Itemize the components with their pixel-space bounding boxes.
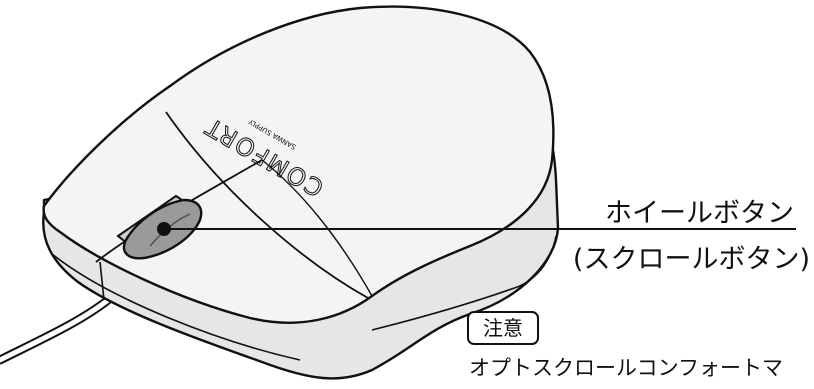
wheel-button-label: ホイールボタン bbox=[605, 198, 794, 229]
right-button-divider bbox=[261, 159, 373, 297]
scroll-button-label: (スクロールボタン) bbox=[572, 244, 810, 275]
mouse-rim-line-right bbox=[371, 235, 557, 331]
button-front-line bbox=[99, 261, 105, 301]
note-text: オプトスクロールコンフォートマ bbox=[469, 356, 783, 380]
mouse-cable-inner bbox=[0, 297, 111, 363]
center-divider bbox=[165, 111, 369, 299]
caution-badge: 注意 bbox=[467, 311, 539, 345]
mouse-rim-line bbox=[51, 253, 301, 361]
